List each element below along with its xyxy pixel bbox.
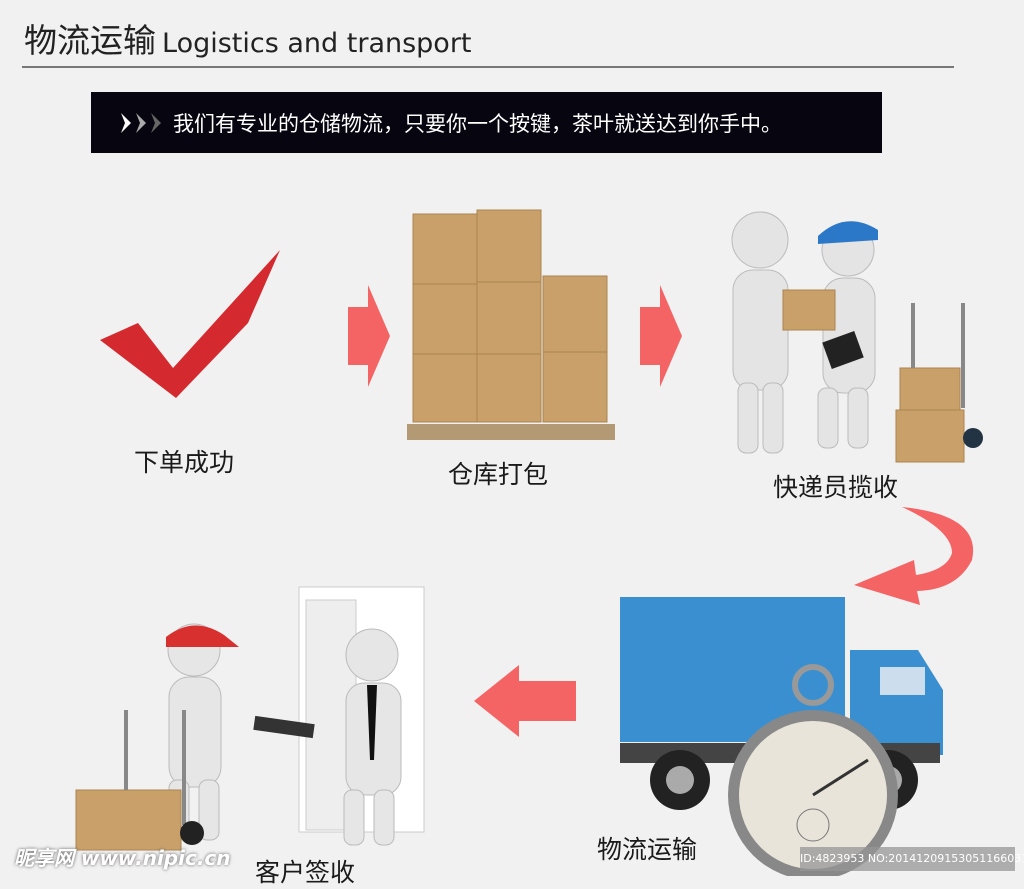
watermark-site: 昵享网 www.nipic.cn bbox=[14, 846, 231, 870]
arrow-right-icon bbox=[348, 285, 390, 387]
cardboard-boxes-pallet-icon bbox=[407, 209, 615, 440]
courier-pickup-icon bbox=[731, 211, 983, 463]
arrow-right-icon bbox=[640, 285, 682, 387]
truck-stopwatch-icon bbox=[620, 597, 943, 876]
title-en: Logistics and transport bbox=[162, 28, 472, 59]
watermark-id: ID:4823953 NO:20141209153051166031 bbox=[800, 847, 1024, 871]
triple-chevron-right-icon bbox=[119, 111, 169, 135]
title-divider bbox=[22, 66, 954, 68]
curved-arrow-icon bbox=[854, 507, 974, 605]
step-label-pack: 仓库打包 bbox=[448, 460, 549, 489]
banner-text: 我们有专业的仓储物流，只要你一个按键，茶叶就送达到你手中。 bbox=[173, 111, 782, 136]
title-cn: 物流运输 bbox=[24, 21, 156, 60]
step-label-pickup: 快递员揽收 bbox=[773, 473, 899, 502]
step-label-receive: 客户签收 bbox=[255, 858, 356, 887]
banner: 我们有专业的仓储物流，只要你一个按键，茶叶就送达到你手中。 bbox=[91, 92, 882, 153]
arrow-left-icon bbox=[474, 665, 576, 737]
checkmark-icon bbox=[100, 250, 280, 398]
step-label-order: 下单成功 bbox=[134, 448, 235, 477]
customer-signing-icon bbox=[75, 586, 425, 851]
step-label-transport: 物流运输 bbox=[597, 835, 698, 864]
